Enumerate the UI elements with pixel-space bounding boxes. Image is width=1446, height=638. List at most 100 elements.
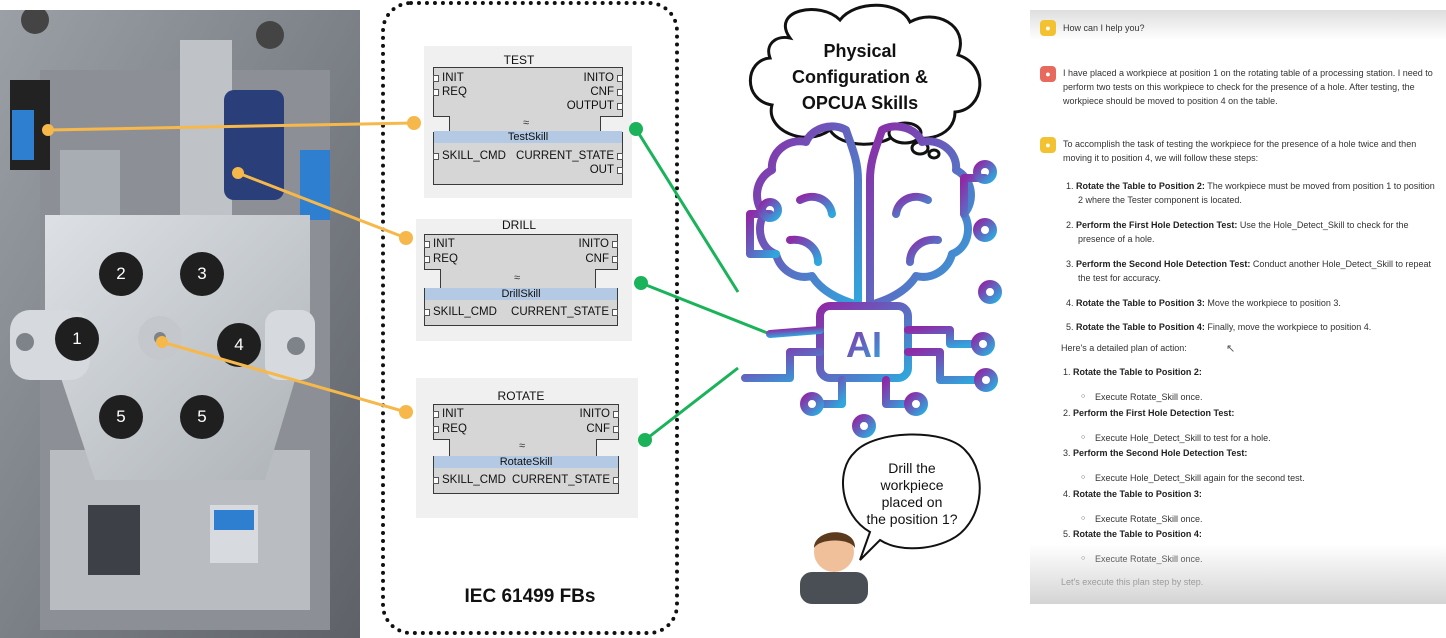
position-5b-marker: 5 [180,395,224,439]
chat-transcript[interactable]: ● How can I help you? ● I have placed a … [1030,10,1446,604]
fb-test-data-out-out: OUT [589,164,624,176]
fb-rotate-data-in-skill-cmd: SKILL_CMD [433,474,506,486]
thought-cloud-text: Physical Configuration & OPCUA Skills [770,38,950,116]
plan-step-action: Execute Rotate_Skill once. [1081,512,1203,526]
fb-rotate-data-out-current-state: CURRENT_STATE [512,474,619,486]
plan-step-title: Rotate the Table to Position 4: [1073,529,1202,539]
user-question-line-1: Drill the [888,460,936,476]
fb-panel-caption: IEC 61499 FBs [464,586,596,607]
fb-drill-event-in-req: REQ [424,253,458,265]
connector-dot-rotate-input [399,405,413,419]
answer-step-title: Rotate the Table to Position 2: [1076,181,1205,191]
plan-step-title: Perform the Second Hole Detection Test: [1073,448,1248,458]
assistant-answer-intro: To accomplish the task of testing the wo… [1063,139,1417,163]
station-photo-drawing [0,10,360,638]
mouse-cursor-icon: ↖ [1226,343,1236,355]
fb-test[interactable]: TestSkill ≈ INIT REQ INITO CNF OUTPUT SK… [433,67,624,185]
answer-step: 1. Rotate the Table to Position 2: The w… [1063,179,1439,207]
answer-step: 4. Rotate the Table to Position 3: Move … [1063,296,1439,310]
answer-step-number: 2. [1066,220,1077,230]
fb-rotate-title: ROTATE [497,389,545,403]
plan-step: 5. Rotate the Table to Position 4: [1063,527,1439,541]
answer-step-text: Finally, move the workpiece to position … [1204,322,1372,332]
plan-step-action: Execute Hole_Detect_Skill again for the … [1081,471,1305,485]
connector-photo-to-rotate [161,340,407,414]
answer-step: 3. Perform the Second Hole Detection Tes… [1063,257,1439,285]
fb-rotate-type: RotateSkill [434,456,618,468]
connector-dot-drill-output [634,276,648,290]
answer-step-number: 3. [1066,259,1077,269]
connector-dot-photo-drill [232,167,244,179]
plan-step-number: 4. [1063,489,1074,499]
connector-photo-to-drill [237,171,407,240]
user-avatar-icon [800,532,868,604]
fb-rotate[interactable]: RotateSkill ≈ INIT REQ INITO CNF SKILL_C… [433,404,620,494]
plan-step-action: Execute Rotate_Skill once. [1081,552,1203,566]
answer-step-title: Rotate the Table to Position 4: [1076,322,1205,332]
answer-step-title: Rotate the Table to Position 3: [1076,298,1205,308]
plan-step: 4. Rotate the Table to Position 3: [1063,487,1439,501]
position-3-marker: 3 [180,252,224,296]
photo-to-fb-connectors [47,121,415,414]
fb-test-event-out-cnf: CNF [590,86,623,98]
user-speech-bubble [842,433,981,561]
position-5a-marker: 5 [99,395,143,439]
fb-test-event-out-output: OUTPUT [566,100,624,112]
fb-test-title: TEST [503,53,535,67]
position-2-marker: 2 [99,252,143,296]
fb-test-data-in-skill-cmd: SKILL_CMD [433,150,506,162]
answer-step-number: 4. [1066,298,1077,308]
fb-test-type: TestSkill [434,131,622,143]
fb-drill-data-out-current-state: CURRENT_STATE [511,306,618,318]
ai-brain-icon [741,122,1002,438]
plan-step-number: 3. [1063,448,1074,458]
assistant-answer-avatar-icon: ● [1040,137,1056,153]
fb-test-event-in-req: REQ [433,86,467,98]
user-avatar-small-icon: ● [1040,66,1056,82]
closing-message: Let's execute this plan step by step. [1061,577,1204,587]
thought-cloud-line-2: Configuration & [792,67,928,87]
answer-step-text: The workpiece must be moved from positio… [1078,181,1435,205]
user-message: I have placed a workpiece at position 1 … [1063,68,1433,106]
connector-drill-to-ai [640,281,771,336]
connector-test-to-ai [634,128,740,293]
fb-drill-event-in-init: INIT [424,238,455,250]
fb-drill-title: DRILL [501,218,536,232]
position-1-marker: 1 [55,317,99,361]
user-question-line-3: placed on [881,494,943,510]
plan-step-action: Execute Rotate_Skill once. [1081,390,1203,404]
fb-test-glyph-icon: ≈ [523,117,530,129]
plan-step-number: 1. [1063,367,1074,377]
thought-cloud-line-3: OPCUA Skills [801,93,919,113]
plan-step: 2. Perform the First Hole Detection Test… [1063,406,1439,420]
fb-rotate-event-out-cnf: CNF [586,423,619,435]
fb-drill-data-in-skill-cmd: SKILL_CMD [424,306,497,318]
plan-step-number: 5. [1063,529,1074,539]
answer-step-text: Conduct another Hole_Detect_Skill to rep… [1078,259,1431,283]
plan-step: 1. Rotate the Table to Position 2: [1063,365,1439,379]
plan-step-title: Rotate the Table to Position 3: [1073,489,1202,499]
connector-photo-to-test [47,121,415,132]
answer-step-text: Move the workpiece to position 3. [1204,298,1341,308]
plan-step-title: Rotate the Table to Position 2: [1073,367,1202,377]
connector-rotate-to-ai [644,366,739,442]
answer-step-number: 5. [1066,322,1077,332]
plan-step: 3. Perform the Second Hole Detection Tes… [1063,446,1439,460]
fb-to-ai-connectors [634,128,771,442]
fb-drill[interactable]: DrillSkill ≈ INIT REQ INITO CNF SKILL_CM… [424,234,619,326]
fb-test-data-out-current-state: CURRENT_STATE [516,150,623,162]
answer-step-title: Perform the First Hole Detection Test: [1076,220,1238,230]
assistant-greeting: How can I help you? [1063,23,1145,33]
fb-drill-event-out-cnf: CNF [585,253,618,265]
fb-panel-frame [381,1,679,635]
user-question-line-4: the position 1? [866,511,958,527]
answer-step-title: Perform the Second Hole Detection Test: [1076,259,1251,269]
answer-step-text: Use the Hole_Detect_Skill to check for t… [1078,220,1409,244]
connector-dot-drill-input [399,231,413,245]
user-question-line-2: workpiece [880,477,944,493]
connector-dot-test-output [629,122,643,136]
fb-rotate-glyph-icon: ≈ [519,440,526,452]
connector-dot-photo-table [156,336,168,348]
fb-rotate-event-in-req: REQ [433,423,467,435]
